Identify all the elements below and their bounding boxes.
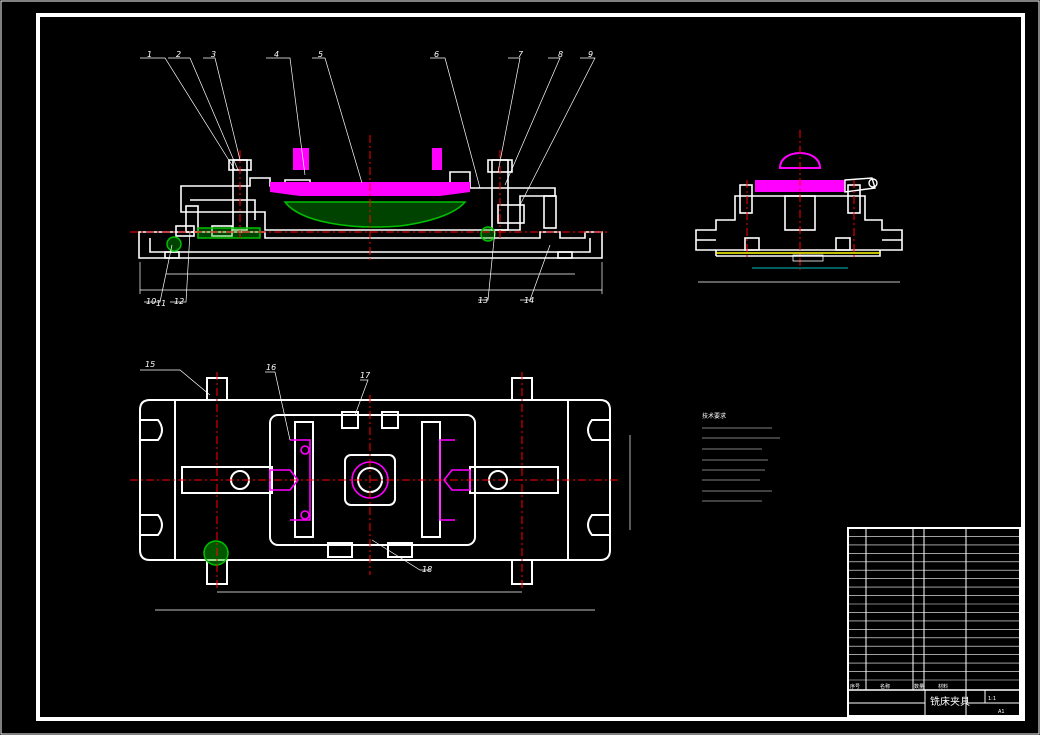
drawing-scale: 1:1: [988, 696, 996, 702]
callout-16: 16: [266, 363, 276, 372]
workpiece-side: [755, 152, 878, 193]
title-block-rows: [848, 536, 1020, 681]
drawing-sheet-size: A1: [998, 709, 1005, 715]
callout-12: 12: [174, 297, 184, 306]
dimensions-side: [698, 252, 900, 283]
tb-header-material: 材料: [938, 683, 948, 690]
callout-15: 15: [145, 360, 155, 369]
callout-13: 13: [478, 296, 488, 305]
callout-4: 4: [274, 50, 279, 59]
center-lines-plan: [130, 372, 620, 590]
inner-frame: [36, 13, 1025, 721]
section-hatch-plan: [203, 540, 229, 566]
callout-3: 3: [211, 50, 216, 59]
title-block: [847, 527, 1021, 717]
section-hatch-front: [166, 201, 496, 252]
center-lines-front: [130, 135, 610, 262]
callout-8: 8: [558, 50, 563, 59]
dimensions-plan: [140, 369, 631, 611]
technical-notes: 技术要求: [702, 412, 780, 502]
callout-18: 18: [422, 565, 432, 574]
front-view: [138, 159, 603, 259]
side-view: [695, 184, 903, 257]
callout-9: 9: [588, 50, 593, 59]
notes-heading: 技术要求: [702, 412, 726, 420]
callout-2: 2: [176, 50, 181, 59]
dimensions-front: [139, 262, 603, 294]
callout-17: 17: [360, 371, 371, 380]
callout-5: 5: [318, 50, 323, 59]
tb-header-name: 名称: [880, 683, 890, 690]
center-lines-side: [746, 130, 855, 270]
callout-10: 10: [146, 297, 156, 306]
tb-header-seq: 序号: [850, 683, 860, 690]
callout-6: 6: [434, 50, 439, 59]
callout-7: 7: [518, 50, 524, 59]
tb-header-qty: 数量: [914, 683, 924, 690]
callout-11: 11: [156, 299, 166, 308]
drawing-title: 铣床夹具: [930, 695, 970, 708]
callout-14: 14: [524, 296, 534, 305]
callout-1: 1: [147, 50, 152, 59]
leaders-front: [140, 57, 596, 303]
